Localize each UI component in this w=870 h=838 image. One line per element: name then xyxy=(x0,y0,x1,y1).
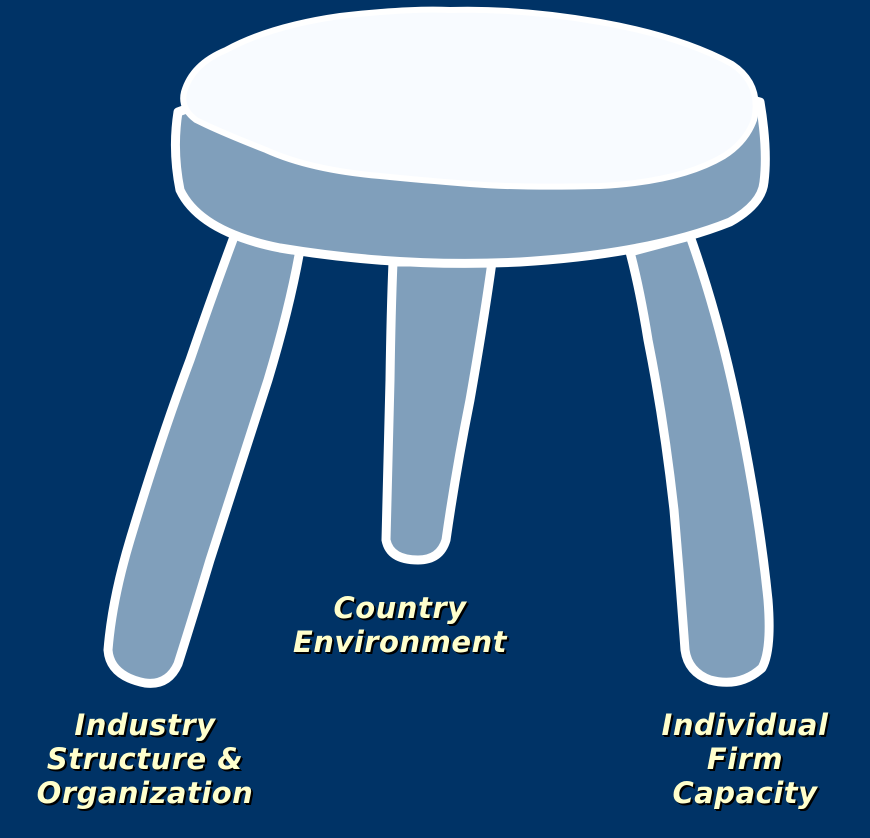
label-country-environment-line-1: Country xyxy=(333,591,467,625)
label-individual-line-3: Capacity xyxy=(672,776,818,810)
label-individual-line-2: Firm xyxy=(706,742,784,776)
label-individual-line-1: Individual xyxy=(661,708,829,742)
stool-seat-top xyxy=(180,6,759,190)
stool-leg-center xyxy=(381,257,497,565)
label-country-environment: Country Environment xyxy=(250,591,550,659)
label-industry-structure-organization: Industry Structure & Organization xyxy=(0,708,290,810)
stool-leg-right xyxy=(625,231,774,687)
stool-leg-left xyxy=(103,221,307,688)
label-individual-firm-capacity: Individual Firm Capacity xyxy=(620,708,870,810)
label-industry-line-2: Structure & xyxy=(46,742,244,776)
label-industry-line-3: Organization xyxy=(36,776,254,810)
label-country-environment-line-2: Environment xyxy=(292,625,508,659)
label-industry-line-1: Industry xyxy=(74,708,216,742)
